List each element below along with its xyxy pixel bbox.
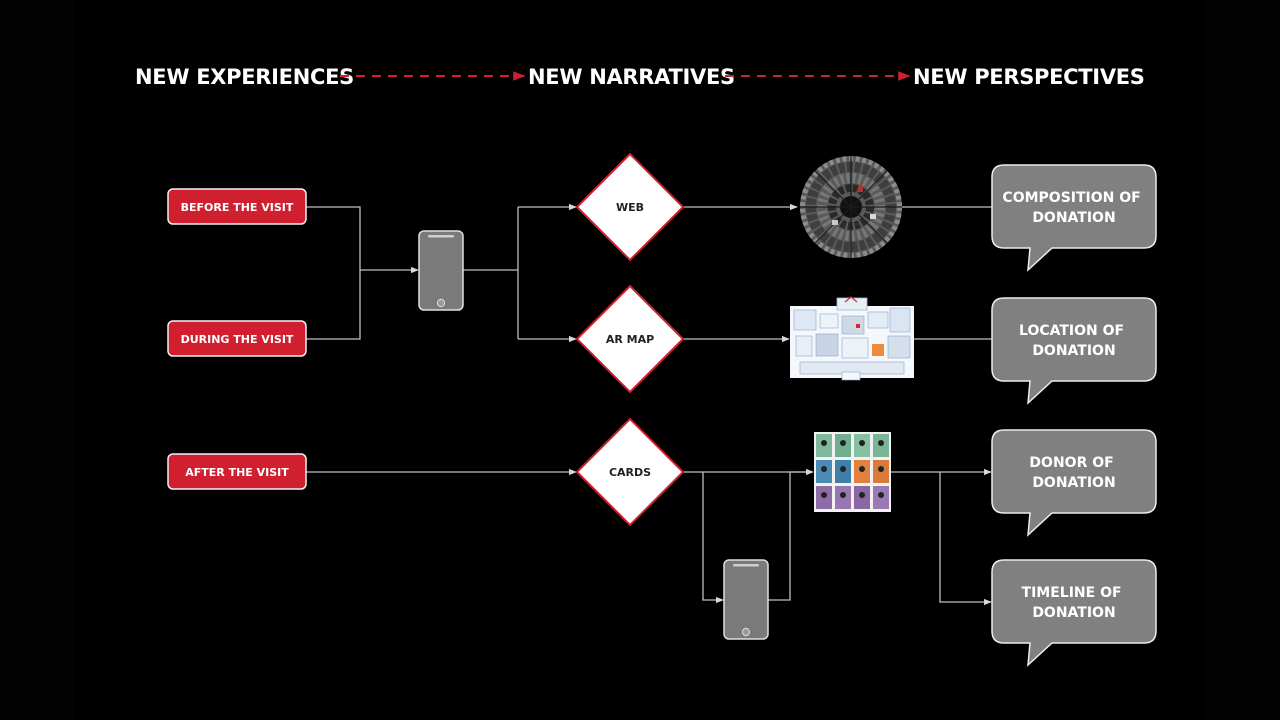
donor-label: DONOR OF DONATION [1029, 455, 1118, 491]
web-label: WEB [616, 201, 644, 214]
stage-new-perspectives: NEW PERSPECTIVES [913, 65, 1145, 89]
after-visit-box: AFTER THE VISIT [167, 453, 307, 490]
before-visit-box: BEFORE THE VISIT [167, 188, 307, 225]
after-visit-label: AFTER THE VISIT [185, 466, 289, 479]
ar-map-diamond: AR MAP [575, 284, 685, 394]
location-bubble: LOCATION OF DONATION [991, 297, 1157, 405]
stage-new-narratives: NEW NARRATIVES [528, 65, 735, 89]
smartphone-icon [418, 230, 464, 311]
before-visit-label: BEFORE THE VISIT [181, 201, 294, 214]
radial-collage-thumbnail [800, 156, 902, 258]
cards-diamond: CARDS [575, 417, 685, 527]
timeline-label: TIMELINE OF DONATION [1022, 585, 1127, 621]
floor-plan-thumbnail [790, 296, 914, 381]
connectors [306, 203, 992, 606]
timeline-bubble: TIMELINE OF DONATION [991, 559, 1157, 667]
location-label: LOCATION OF DONATION [1019, 323, 1129, 359]
during-visit-box: DURING THE VISIT [167, 320, 307, 357]
during-visit-label: DURING THE VISIT [181, 333, 294, 346]
card-grid-thumbnail [814, 432, 891, 512]
composition-bubble: COMPOSITION OF DONATION [991, 164, 1157, 272]
cards-label: CARDS [609, 466, 651, 479]
web-diamond: WEB [575, 152, 685, 262]
smartphone-icon [723, 559, 769, 640]
donor-bubble: DONOR OF DONATION [991, 429, 1157, 537]
ar-map-label: AR MAP [606, 333, 654, 346]
stage-new-experiences: NEW EXPERIENCES [135, 65, 354, 89]
composition-label: COMPOSITION OF DONATION [1002, 190, 1145, 226]
